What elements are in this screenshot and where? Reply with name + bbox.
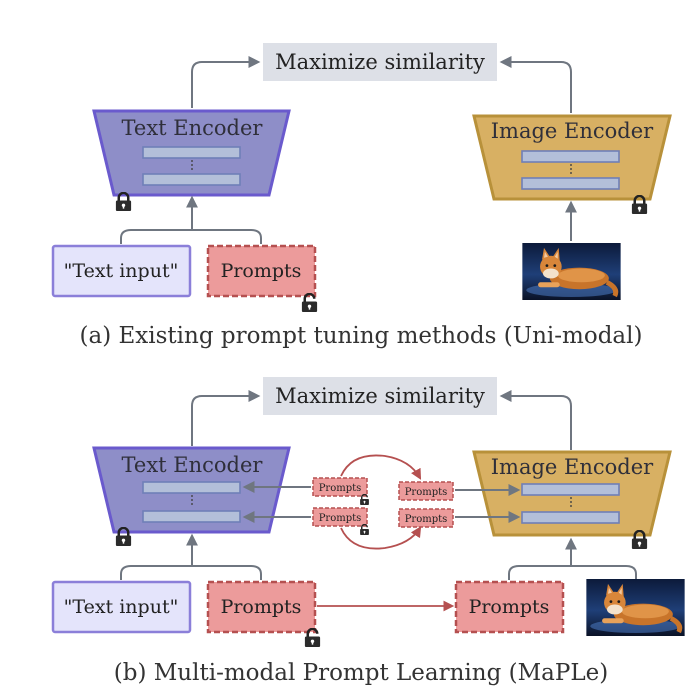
similarity-label: Maximize similarity <box>275 384 485 408</box>
coupling-arrow-top <box>340 454 422 480</box>
image-encoder-title: Image Encoder <box>491 119 654 143</box>
panel-a: Maximize similarity Text Encoder Image E… <box>51 43 672 349</box>
image-to-similarity-arrow-b <box>499 390 572 450</box>
caption-b: (b) Multi-modal Prompt Learning (MaPLe) <box>114 660 608 686</box>
caption-a: (a) Existing prompt tuning methods (Uni-… <box>80 323 643 349</box>
prompts-label: Prompts <box>221 596 302 618</box>
image-prompts-label: Prompts <box>469 596 550 618</box>
encoder-layer <box>521 511 620 524</box>
text-input-label: "Text input" <box>64 596 179 618</box>
panel-b: Maximize similarity Text Encoder Image E… <box>51 377 685 686</box>
encoder-layer <box>142 510 241 523</box>
text-encoder-title: Text Encoder <box>122 116 264 140</box>
encoder-layer <box>142 173 241 186</box>
image-to-similarity-arrow-a <box>499 56 572 113</box>
image-layer-prompt-2: Prompts <box>398 508 454 528</box>
layer-prompt-label: Prompts <box>405 514 448 525</box>
text-input-box-a: "Text input" <box>51 244 192 298</box>
encoder-layer <box>521 483 620 496</box>
inputs-merge-line-b <box>120 565 262 580</box>
layer-prompt-label: Prompts <box>319 483 362 494</box>
text-input-box-b: "Text input" <box>51 580 192 634</box>
prompts-box-a: Prompts <box>206 244 317 298</box>
prompts-box-b: Prompts <box>206 580 317 634</box>
encoder-layer <box>521 150 620 163</box>
inputs-merge-line-a <box>120 229 262 244</box>
text-to-similarity-arrow-b <box>191 390 261 446</box>
coupling-arrow-bottom <box>340 526 422 550</box>
cat-image <box>522 243 620 300</box>
layer-prompt-label: Prompts <box>405 487 448 498</box>
image-prompts-box-b: Prompts <box>454 580 565 634</box>
text-layer-prompt-2: Prompts <box>312 507 368 527</box>
cat-image <box>586 579 684 636</box>
image-encoder-title: Image Encoder <box>491 455 654 479</box>
text-encoder-a: Text Encoder <box>92 109 291 197</box>
text-to-similarity-arrow-a <box>191 56 261 108</box>
text-encoder-title: Text Encoder <box>122 453 264 477</box>
text-layer-prompt-1: Prompts <box>312 477 368 497</box>
similarity-box-a: Maximize similarity <box>263 43 497 81</box>
text-input-label: "Text input" <box>64 260 179 282</box>
image-inputs-merge-line-b <box>508 565 637 580</box>
layer-prompt-label: Prompts <box>319 513 362 524</box>
encoder-layer <box>142 481 241 494</box>
image-layer-prompt-1: Prompts <box>398 481 454 501</box>
image-encoder-b: Image Encoder <box>472 450 672 537</box>
encoder-layer <box>142 146 241 159</box>
similarity-label: Maximize similarity <box>275 50 485 74</box>
image-encoder-a: Image Encoder <box>472 114 672 201</box>
text-encoder-b: Text Encoder <box>92 446 291 534</box>
encoder-layer <box>521 177 620 190</box>
similarity-box-b: Maximize similarity <box>263 377 497 415</box>
prompts-label: Prompts <box>221 260 302 282</box>
